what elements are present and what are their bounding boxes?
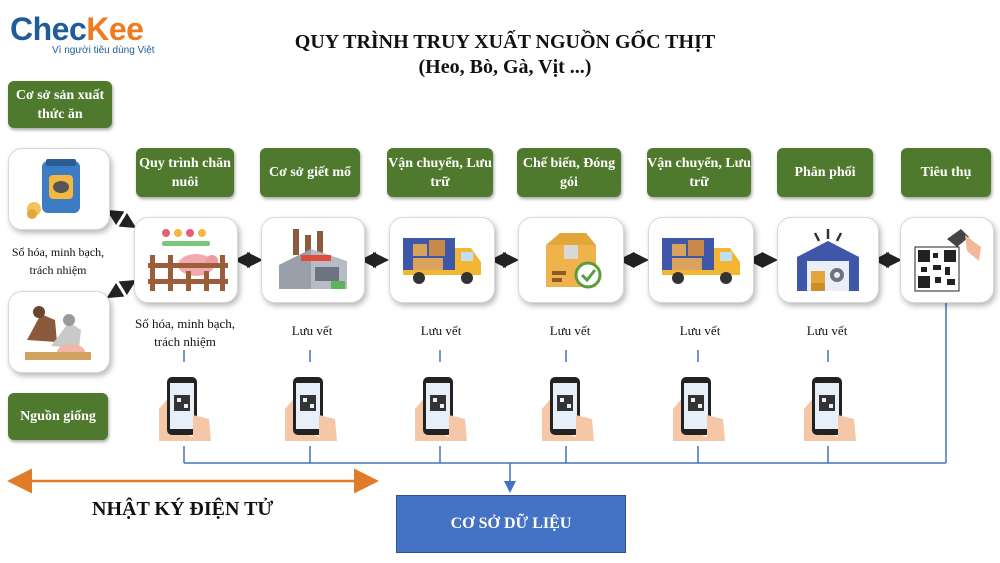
database-box: CƠ SỞ DỮ LIỆU [396, 495, 626, 553]
step-caption-5: Lưu vết [679, 323, 721, 338]
step-card-7 [900, 217, 994, 303]
title-line-2: (Heo, Bò, Gà, Vịt ...) [418, 56, 592, 78]
step-title-7: Tiêu thụ [901, 148, 991, 197]
checkee-logo: ChecKee [10, 11, 144, 47]
step-card-3 [389, 217, 495, 303]
step-title-1: Quy trình chăn nuôi [136, 148, 234, 197]
step-title-6: Phân phối [777, 148, 873, 197]
step-card-4 [518, 217, 624, 303]
truck-icon [403, 238, 481, 284]
step-title-5: Vận chuyển, Lưu trữ [647, 148, 751, 197]
step-caption-2: Lưu vết [291, 323, 333, 338]
feed-source-box: Cơ sở sản xuất thức ăn [8, 81, 112, 128]
truck-icon [662, 238, 740, 284]
warehouse-icon [797, 229, 859, 291]
factory-icon [279, 229, 347, 289]
diagram-title: QUY TRÌNH TRUY XUẤT NGUỒN GỐC THỊT (Heo,… [250, 30, 760, 80]
step-title-2: Cơ sở giết mổ [260, 148, 360, 197]
phone-qr-icon [804, 377, 856, 441]
electronic-diary-label: NHẬT KÝ ĐIỆN TỬ [92, 498, 274, 520]
step-card-5 [648, 217, 754, 303]
logo-tagline: Vì người tiêu dùng Việt [52, 45, 155, 56]
phone-qr-icon [415, 377, 467, 441]
breed-source-box: Nguồn giống [8, 393, 108, 440]
step-card-6 [777, 217, 879, 303]
feed-card [8, 148, 110, 230]
phone-qr-icon [159, 377, 211, 441]
step-title-3: Vận chuyển, Lưu trữ [387, 148, 493, 197]
step-card-1 [134, 217, 238, 303]
step-title-4: Chế biến, Đóng gói [517, 148, 621, 197]
step-caption-1: Số hóa, minh bạch, trách nhiệm [134, 316, 235, 349]
breed-card [8, 291, 110, 373]
feed-bag-icon [27, 159, 80, 219]
pig-farm-icon [148, 229, 228, 291]
step-caption-3: Lưu vết [420, 323, 462, 338]
package-check-icon [546, 233, 602, 289]
phone-qr-icon [542, 377, 594, 441]
qr-scanner-icon [914, 229, 981, 292]
phone-qr-icon [285, 377, 337, 441]
title-line-1: QUY TRÌNH TRUY XUẤT NGUỒN GỐC THỊT [294, 31, 716, 53]
step-card-2 [261, 217, 365, 303]
inputs-caption: Số hóa, minh bạch, trách nhiệm [11, 245, 105, 277]
phone-qr-icon [673, 377, 725, 441]
step-caption-4: Lưu vết [549, 323, 591, 338]
step-caption-6: Lưu vết [806, 323, 848, 338]
livestock-icon [25, 306, 91, 360]
